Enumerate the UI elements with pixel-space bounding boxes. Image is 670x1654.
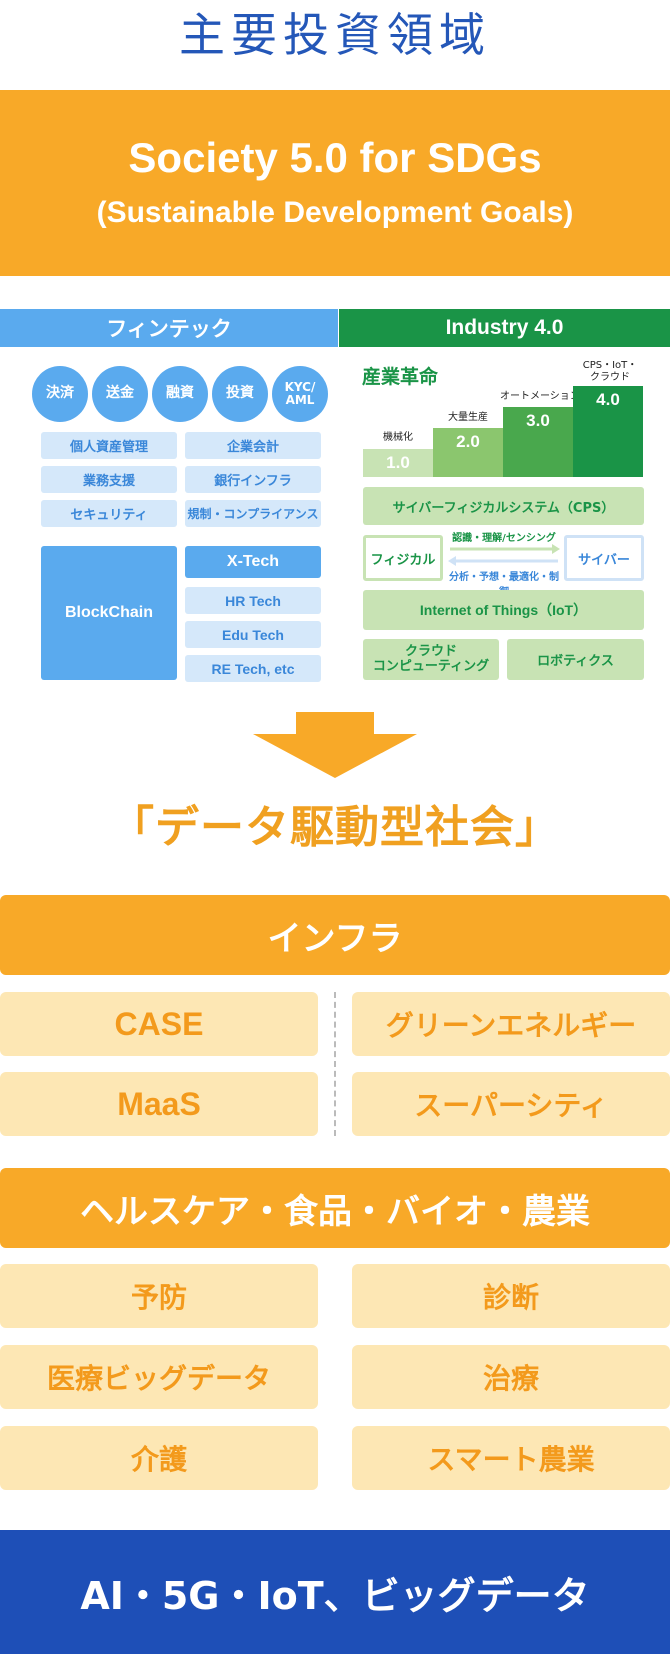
stage-label-3: オートメーション xyxy=(500,391,580,402)
down-arrow-icon xyxy=(253,712,417,778)
fintech-box-security: セキュリティ xyxy=(41,500,177,527)
health-item-nursing-care: 介護 xyxy=(0,1426,318,1490)
cloud-box: クラウド コンピューティング xyxy=(363,639,499,680)
robotics-box: ロボティクス xyxy=(507,639,644,680)
stage-label-1: 機械化 xyxy=(383,432,413,443)
xtech-edu: Edu Tech xyxy=(185,621,321,648)
health-item-prevention: 予防 xyxy=(0,1264,318,1328)
sdgs-line2: (Sustainable Development Goals) xyxy=(96,196,574,230)
health-item-smart-agriculture: スマート農業 xyxy=(352,1426,670,1490)
stage-label-4: CPS・IoT・ クラウド xyxy=(582,360,638,383)
page-title: 主要投資領域 xyxy=(179,8,491,62)
health-header: ヘルスケア・食品・バイオ・農業 xyxy=(0,1168,670,1248)
fintech-circle-kyc: KYC/ AML xyxy=(272,366,328,422)
iot-box: Internet of Things（IoT） xyxy=(363,590,644,630)
health-item-medical-big-data: 医療ビッグデータ xyxy=(0,1345,318,1409)
sdgs-line1: Society 5.0 for SDGs xyxy=(128,133,542,181)
stage-2-bar: 2.0 xyxy=(433,428,503,477)
infra-item-maas: MaaS xyxy=(0,1072,318,1136)
fintech-box-bank-infra: 銀行インフラ xyxy=(185,466,321,493)
infra-header: インフラ xyxy=(0,895,670,975)
fintech-circle-payment: 決済 xyxy=(32,366,88,422)
stage-1-bar: 1.0 xyxy=(363,449,433,477)
fintech-circle-investment: 投資 xyxy=(212,366,268,422)
blockchain-box: BlockChain xyxy=(41,546,177,680)
fintech-box-compliance: 規制・コンプライアンス xyxy=(185,500,321,527)
arrow-to-cyber-head xyxy=(552,544,560,554)
data-driven-society-title: 「データ駆動型社会」 xyxy=(110,802,560,853)
health-item-treatment: 治療 xyxy=(352,1345,670,1409)
physical-node: フィジカル xyxy=(363,535,443,581)
xtech-re: RE Tech, etc xyxy=(185,655,321,682)
xtech-hr: HR Tech xyxy=(185,587,321,614)
sensing-label: 認識・理解/センシング xyxy=(452,533,556,544)
industrial-revolution-title: 産業革命 xyxy=(362,366,439,388)
infra-item-case: CASE xyxy=(0,992,318,1056)
cyber-node: サイバー xyxy=(564,535,644,581)
fintech-box-business-support: 業務支援 xyxy=(41,466,177,493)
infra-item-green-energy: グリーンエネルギー xyxy=(352,992,670,1056)
fintech-circle-remittance: 送金 xyxy=(92,366,148,422)
fintech-header: フィンテック xyxy=(0,309,338,347)
infra-item-super-city: スーパーシティ xyxy=(352,1072,670,1136)
cps-box: サイバーフィジカルシステム（CPS） xyxy=(363,487,644,525)
stage-4-bar: 4.0 xyxy=(573,386,643,477)
footer-technologies: AI・5G・IoT、ビッグデータ xyxy=(0,1530,670,1654)
stage-3-bar: 3.0 xyxy=(503,407,573,477)
fintech-box-asset: 個人資産管理 xyxy=(41,432,177,459)
stage-label-2: 大量生産 xyxy=(448,412,488,423)
arrow-to-physical-head xyxy=(448,556,456,566)
sdgs-banner: Society 5.0 for SDGs (Sustainable Develo… xyxy=(0,90,670,276)
infra-divider xyxy=(334,992,336,1136)
fintech-box-accounting: 企業会計 xyxy=(185,432,321,459)
cps-arrows xyxy=(448,544,560,566)
fintech-circle-lending: 融資 xyxy=(152,366,208,422)
industry-header: Industry 4.0 xyxy=(339,309,670,347)
health-item-diagnosis: 診断 xyxy=(352,1264,670,1328)
xtech-box: X-Tech xyxy=(185,546,321,578)
